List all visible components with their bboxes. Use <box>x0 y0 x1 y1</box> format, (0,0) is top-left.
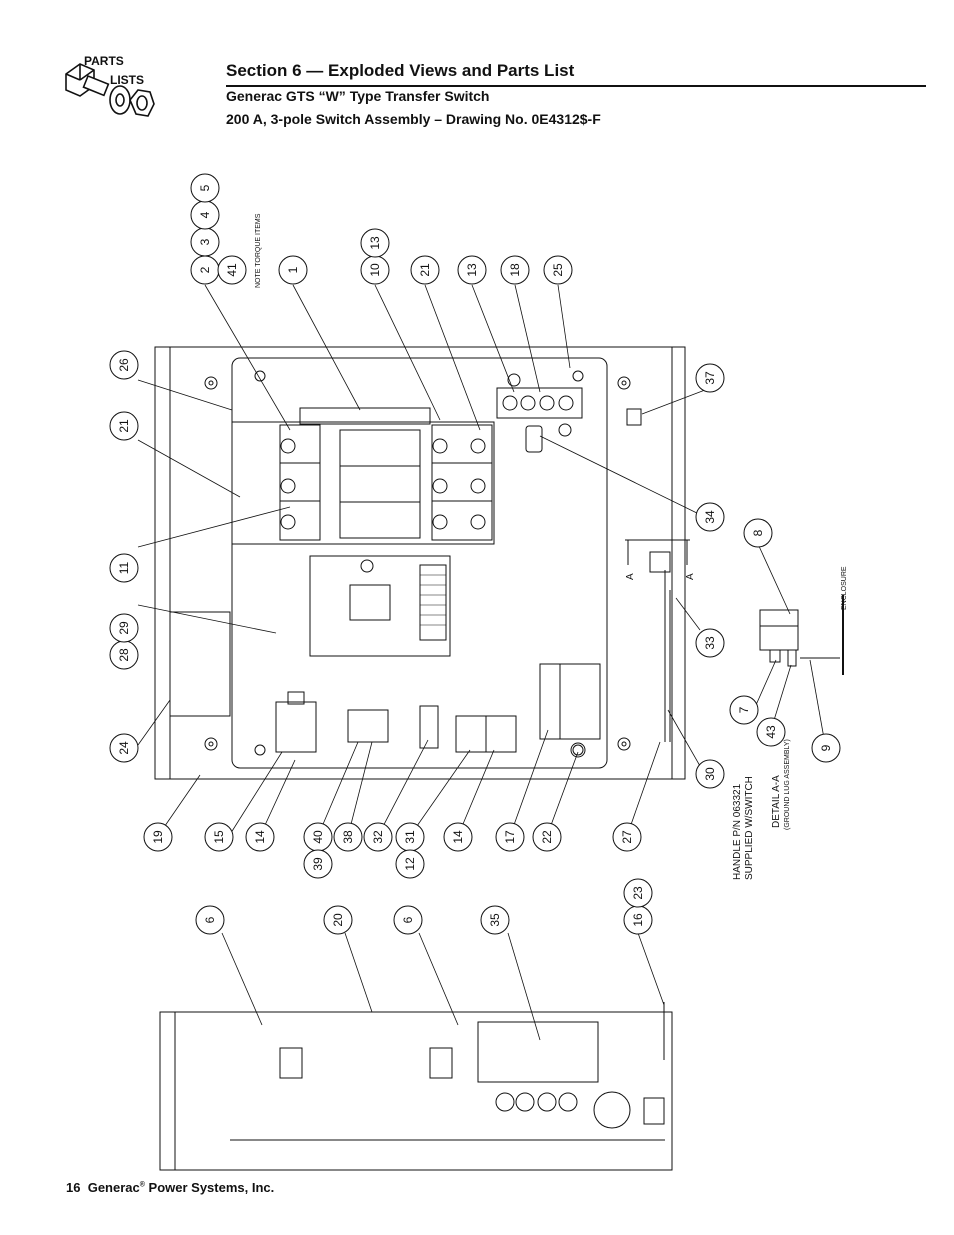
callout-27: 27 <box>620 830 634 844</box>
control-board <box>309 555 451 657</box>
callout-28: 28 <box>117 648 131 662</box>
callout-37: 37 <box>703 371 717 385</box>
parts-lists-logo: PARTS LISTS <box>65 54 155 117</box>
callout-11: 11 <box>117 561 131 574</box>
callout-8: 8 <box>751 529 765 536</box>
warning-label-plate <box>169 611 231 717</box>
callout-7: 7 <box>737 706 751 713</box>
callout-19: 19 <box>151 830 165 844</box>
callout-21: 21 <box>418 263 432 277</box>
callout-39: 39 <box>311 857 325 871</box>
callout-2: 2 <box>198 266 212 273</box>
handle-note-line1: HANDLE P/N 063321 <box>732 783 743 880</box>
section-header: Section 6 — Exploded Views and Parts Lis… <box>226 60 926 82</box>
callout-12: 12 <box>403 857 417 871</box>
callout-15: 15 <box>212 830 226 844</box>
callout-23: 23 <box>631 886 645 900</box>
product-subtitle: Generac GTS “W” Type Transfer Switch <box>226 88 490 104</box>
side-view-enclosure <box>159 1011 673 1171</box>
callout-43: 43 <box>764 725 778 739</box>
bolt-nut-icon <box>65 63 155 117</box>
note-torque-items: NOTE TORQUE ITEMS <box>255 213 262 288</box>
enclosure-label: ENCLOSURE <box>841 566 848 610</box>
terminal-strip <box>347 709 389 743</box>
page-number: 16 <box>66 1180 81 1195</box>
logo-parts-text: PARTS <box>84 54 124 68</box>
company-name: Generac <box>87 1180 140 1195</box>
enclosure-outline <box>154 346 686 780</box>
callout-20: 20 <box>331 913 345 927</box>
neutral-block <box>496 387 583 419</box>
company-name-rest: Power Systems, Inc. <box>144 1180 275 1195</box>
callout-25: 25 <box>551 263 565 277</box>
section-a-left: A <box>625 573 636 580</box>
callout-14: 14 <box>253 830 267 844</box>
detail-a-a-label: DETAIL A-A <box>771 775 782 828</box>
callout-29: 29 <box>117 621 131 635</box>
callout-26: 26 <box>117 358 131 372</box>
callout-10: 10 <box>368 263 382 277</box>
detail-a-a-sublabel: (GROUND LUG ASSEMBLY) <box>784 739 791 830</box>
panel-screw-icon <box>254 370 584 756</box>
callout-14: 14 <box>451 830 465 844</box>
ground-lug-detail <box>759 609 799 651</box>
callout-41: 41 <box>225 263 239 277</box>
callout-38: 38 <box>341 830 355 844</box>
back-panel <box>231 357 608 769</box>
callout-1: 1 <box>286 266 300 273</box>
callout-3: 3 <box>198 238 212 245</box>
callout-9: 9 <box>819 744 833 751</box>
section-a-right: A <box>685 573 696 580</box>
callout-40: 40 <box>311 830 325 844</box>
mounting-hole-icon <box>204 376 631 751</box>
callout-5: 5 <box>198 184 212 191</box>
drawing-number: 200 A, 3-pole Switch Assembly – Drawing … <box>226 111 601 127</box>
terminal-block-right <box>539 663 601 740</box>
callout-34: 34 <box>703 510 717 524</box>
callout-16: 16 <box>631 913 645 927</box>
relay-component <box>275 701 317 753</box>
callout-13: 13 <box>368 236 382 250</box>
terminal-lug-icon <box>280 438 486 530</box>
callout-18: 18 <box>508 263 522 277</box>
header-rule <box>226 85 926 87</box>
callout-21: 21 <box>117 419 131 433</box>
callout-32: 32 <box>371 830 385 844</box>
callout-6: 6 <box>203 916 217 923</box>
page-footer: 16 Generac® Power Systems, Inc. <box>66 1180 275 1195</box>
callout-17: 17 <box>503 830 517 844</box>
callout-24: 24 <box>117 741 131 755</box>
transfer-switch-mechanism <box>231 421 495 545</box>
callout-31: 31 <box>403 830 417 844</box>
section-title: Section 6 — Exploded Views and Parts Lis… <box>226 61 575 80</box>
callout-30: 30 <box>703 767 717 781</box>
callout-33: 33 <box>703 636 717 650</box>
callout-13: 13 <box>465 263 479 277</box>
callout-4: 4 <box>198 211 212 218</box>
callout-35: 35 <box>488 913 502 927</box>
handle-note-line2: SUPPLIED W/SWITCH <box>744 776 755 880</box>
callout-22: 22 <box>540 830 554 844</box>
callout-6: 6 <box>401 916 415 923</box>
logo-lists-text: LISTS <box>110 73 144 87</box>
